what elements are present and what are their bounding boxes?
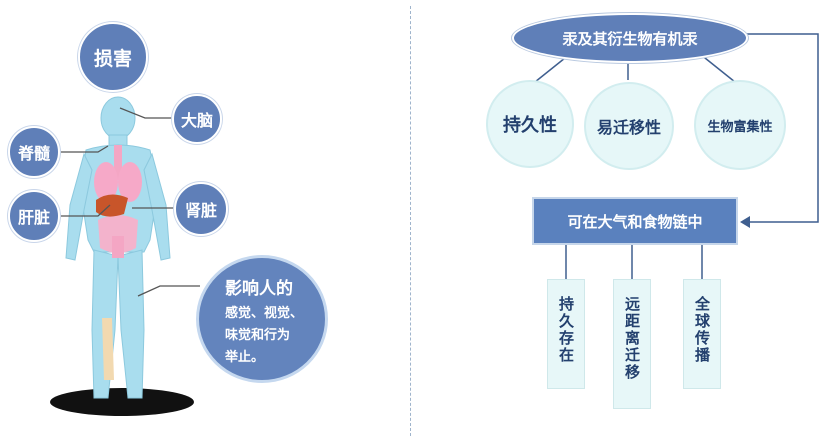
property-bioaccumulation: 生物富集性 — [694, 80, 786, 170]
effect-title: 影响人的 — [225, 279, 293, 299]
outcome-persist-label: 持久存在 — [557, 296, 575, 364]
spinal-cord-label: 脊髓 — [17, 144, 50, 163]
harm-label: 损害 — [93, 47, 132, 70]
kidney-bubble: 肾脏 — [174, 182, 228, 236]
spinal-cord-bubble: 脊髓 — [8, 126, 60, 178]
outcome-global-label: 全球传播 — [693, 296, 711, 364]
outcome-persist: 持久存在 — [547, 279, 585, 389]
effect-line-2: 味觉和行为 — [225, 328, 291, 343]
property-mobility-label: 易迁移性 — [596, 118, 661, 137]
mercury-root-node: 汞及其衍生物有机汞 — [512, 13, 748, 63]
effect-line-3: 举止。 — [225, 350, 265, 365]
brain-bubble: 大脑 — [172, 94, 222, 144]
harm-bubble: 损害 — [78, 22, 148, 92]
floor-shadow — [50, 388, 194, 416]
organs — [94, 145, 142, 380]
atmosphere-foodchain-node: 可在大气和食物链中 — [532, 197, 738, 245]
liver-label: 肝脏 — [17, 208, 50, 227]
property-bioaccumulation-label: 生物富集性 — [707, 119, 773, 135]
effect-line-1: 感觉、视觉、 — [225, 306, 304, 321]
mercury-root-label: 汞及其衍生物有机汞 — [562, 29, 698, 48]
panel-divider — [410, 6, 411, 436]
brain-label: 大脑 — [180, 111, 213, 130]
arrow-head — [740, 216, 750, 228]
liver-bubble: 肝脏 — [8, 190, 60, 242]
property-persistence: 持久性 — [486, 80, 574, 168]
atmosphere-foodchain-label: 可在大气和食物链中 — [567, 212, 703, 231]
outcome-long-range-label: 远距离迁移 — [623, 296, 641, 381]
human-body-illustration — [50, 96, 200, 416]
property-persistence-label: 持久性 — [503, 115, 557, 136]
outcome-long-range: 远距离迁移 — [613, 279, 651, 409]
outcome-global: 全球传播 — [683, 279, 721, 389]
property-mobility: 易迁移性 — [584, 82, 674, 170]
kidney-label: 肾脏 — [184, 201, 217, 220]
effect-bubble: 影响人的 感觉、视觉、 味觉和行为 举止。 — [196, 255, 328, 383]
connector-lines — [58, 107, 200, 297]
